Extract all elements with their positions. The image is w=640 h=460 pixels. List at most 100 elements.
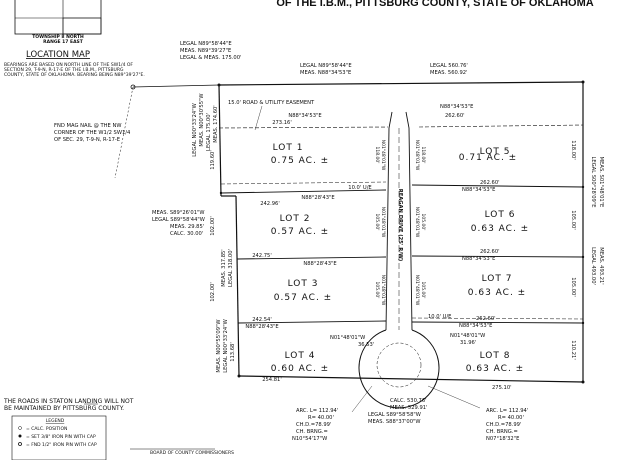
bottom-calc: CALC. 530.76': [390, 398, 427, 404]
left-dist-113: 113.68': [230, 342, 236, 362]
lot-6-north-bearing: N88°34'53"E: [462, 187, 495, 193]
left-meas-317: MEAS. 317.85': [221, 249, 227, 286]
lot-3-name: LOT 3: [288, 279, 319, 289]
lot-8-north-dist: 262.60': [476, 316, 496, 322]
right-dist-110: 110.21': [570, 340, 576, 360]
lot-5-area: 0.71 AC. ±: [459, 153, 517, 163]
mag-nail-marker: [130, 84, 136, 90]
road-west-mid-dist: 105.00': [374, 214, 380, 231]
left-dist-102b: 102.00': [210, 282, 216, 302]
arc-right-brng-label: CH. BRNG.=: [486, 429, 518, 435]
arc-right-radius: R= 40.00': [498, 415, 524, 421]
left-legal-318: LEGAL 318.00': [228, 249, 234, 287]
legal-dist-top: LEGAL 560.76': [430, 63, 468, 69]
fnd-mag-line-3: OF SEC. 29, T-9-N, R-17-E: [54, 137, 120, 143]
lot-4-north-dist: 242.54': [252, 317, 272, 323]
bottom-meas-bearing: MEAS. S88°37'00"W: [368, 419, 421, 425]
road-west-mid-bearing: N01°48'01"W: [380, 207, 386, 238]
ue-right-label: 10.0' U/E: [428, 314, 451, 320]
left-meas-side-bearing: MEAS. S89°26'01"W: [152, 210, 205, 216]
left-legal-bottom-bearing: LEGAL N00°33'24"W: [223, 319, 229, 373]
right-dist-105a: 105.00': [570, 210, 576, 230]
legend-item-3: = FND 1/2" IRON PIN WITH CAP: [26, 442, 97, 448]
lot-8-name: LOT 8: [480, 351, 511, 361]
lot-1-area: 0.75 AC. ±: [271, 156, 329, 166]
arc-left-length: ARC. L= 112.94': [296, 408, 338, 414]
lot-6-north-dist: 262.60': [480, 180, 500, 186]
arc-right-chord: CH.D.=78.99': [486, 422, 521, 428]
left-legal-bearing: LEGAL N00°33'24"W: [192, 103, 198, 157]
arc-right-length: ARC. L= 112.94': [486, 408, 528, 414]
left-legal-dist: LEGAL 175.00': [206, 113, 212, 151]
left-dist-119: 119.60': [210, 150, 216, 170]
roads-note-line-1: THE ROADS IN STATON LANDING WILL NOT: [3, 398, 134, 405]
boundary: [218, 81, 584, 383]
bottom-meas: MEAS. 529.91': [390, 405, 427, 411]
legal-bearing-top-left: LEGAL N89°58'44"E: [180, 41, 232, 47]
left-meas-bearing: MEAS. N00°30'55"W: [199, 93, 205, 146]
roads-note-line-2: BE MAINTAINED BY PITTSBURG COUNTY.: [4, 405, 124, 412]
road-west-top-dist: 118.00': [374, 147, 380, 164]
left-calc-30: CALC. 30.00': [170, 231, 203, 237]
fnd-mag-line-1: FND MAG NAIL @ THE NW: [54, 123, 121, 129]
document-title: OF THE I.B.M., PITTSBURG COUNTY, STATE O…: [276, 0, 593, 9]
found-pin-icon: [18, 442, 22, 446]
lot-5-north-bearing: N88°34'53"E: [440, 104, 473, 110]
left-dist-102a: 102.00': [210, 216, 216, 236]
lot-2-north-bearing: N88°28'43"E: [301, 195, 334, 201]
meas-bearing-top: MEAS. N88°34'53"E: [300, 70, 351, 76]
legal-meas-dist-top-left: LEGAL & MEAS. 175.00': [180, 55, 241, 61]
location-map-heading: LOCATION MAP: [26, 50, 90, 60]
board-label: BOARD OF COUNTY COMMISSIONERS: [150, 450, 234, 456]
lot-3-north-bearing: N88°28'43"E: [303, 261, 336, 267]
pin-icon: [581, 321, 585, 325]
legend-item-2: = SET 3/8" IRON PIN WITH CAP: [26, 434, 96, 440]
pin-icon: [581, 80, 585, 84]
lot-1-north-bearing: N88°34'53"E: [288, 113, 321, 119]
pin-icon: [581, 185, 585, 189]
legend: LEGEND = CALC. POSITION = SET 3/8" IRON …: [11, 415, 107, 460]
easement-label: 15.0' ROAD & UTILITY EASEMENT: [228, 100, 315, 106]
lot-5-name: LOT 5: [480, 147, 511, 157]
meas-dist-top: MEAS. 560.92': [430, 70, 467, 76]
lot-6-name: LOT 6: [485, 210, 516, 220]
cul-de-sac-right-bearing: N01°48'01"W: [450, 333, 485, 339]
pin-icon: [581, 255, 585, 259]
meas-bearing-top-left: MEAS. N89°39'27"E: [180, 48, 231, 54]
right-legal-bearing: LEGAL S00°28'09"E: [590, 156, 596, 207]
lot-6-area: 0.63 AC. ±: [471, 224, 529, 234]
cul-de-sac-right-dist: 31.96': [460, 340, 476, 346]
cul-de-sac-left-bearing: N01°48'01"W: [330, 335, 365, 341]
lot-3-north-dist: 242.75': [252, 253, 272, 259]
boundary-pins: [217, 80, 585, 384]
lot-7-north-dist: 262.60': [480, 249, 500, 255]
range-label: RANGE 17 EAST: [43, 39, 84, 45]
bearings-note-line-1: BEARINGS ARE BASED ON NORTH LINE OF THE …: [4, 62, 133, 68]
fnd-mag-line-2: CORNER OF THE W1/2 SW1/4: [54, 130, 131, 136]
left-meas-bottom-bearing: MEAS. N00°55'09"W: [216, 319, 222, 372]
road-east-top-dist: 118.00': [420, 147, 426, 164]
legal-bearing-top: LEGAL N89°58'44"E: [300, 63, 352, 69]
lot-8-north-bearing: N88°34'53"E: [459, 323, 492, 329]
road-name: REAGAN DRIVE (25' R/W): [397, 189, 403, 262]
pin-icon: [237, 374, 241, 378]
left-meas-dist: MEAS. 174.60': [213, 105, 219, 142]
location-map-frame: [14, 0, 102, 35]
bearings-note-line-3: COUNTY, STATE OF OKLAHOMA. BEARING BEING…: [4, 72, 145, 78]
ue-left-label: 10.0' U/E: [348, 185, 371, 191]
lot-2-name: LOT 2: [280, 214, 311, 224]
right-dist-105b: 105.00': [570, 277, 576, 297]
township-label: TOWNSHIP 8 NORTH: [32, 34, 84, 40]
lot-1-name: LOT 1: [273, 143, 304, 153]
reagan-drive: [358, 111, 440, 409]
lot-8-area: 0.63 AC. ±: [466, 364, 524, 374]
legend-title: LEGEND: [46, 418, 65, 424]
bottom-legal-bearing: LEGAL S89°58'58"W: [368, 412, 421, 418]
legend-item-1: = CALC. POSITION: [26, 426, 67, 432]
pin-icon: [581, 380, 585, 384]
right-meas-bearing: MEAS. S01°48'01"E: [598, 157, 604, 208]
lot-7-area: 0.63 AC. ±: [468, 288, 526, 298]
lot-7-north-bearing: N88°34'53"E: [462, 256, 495, 262]
